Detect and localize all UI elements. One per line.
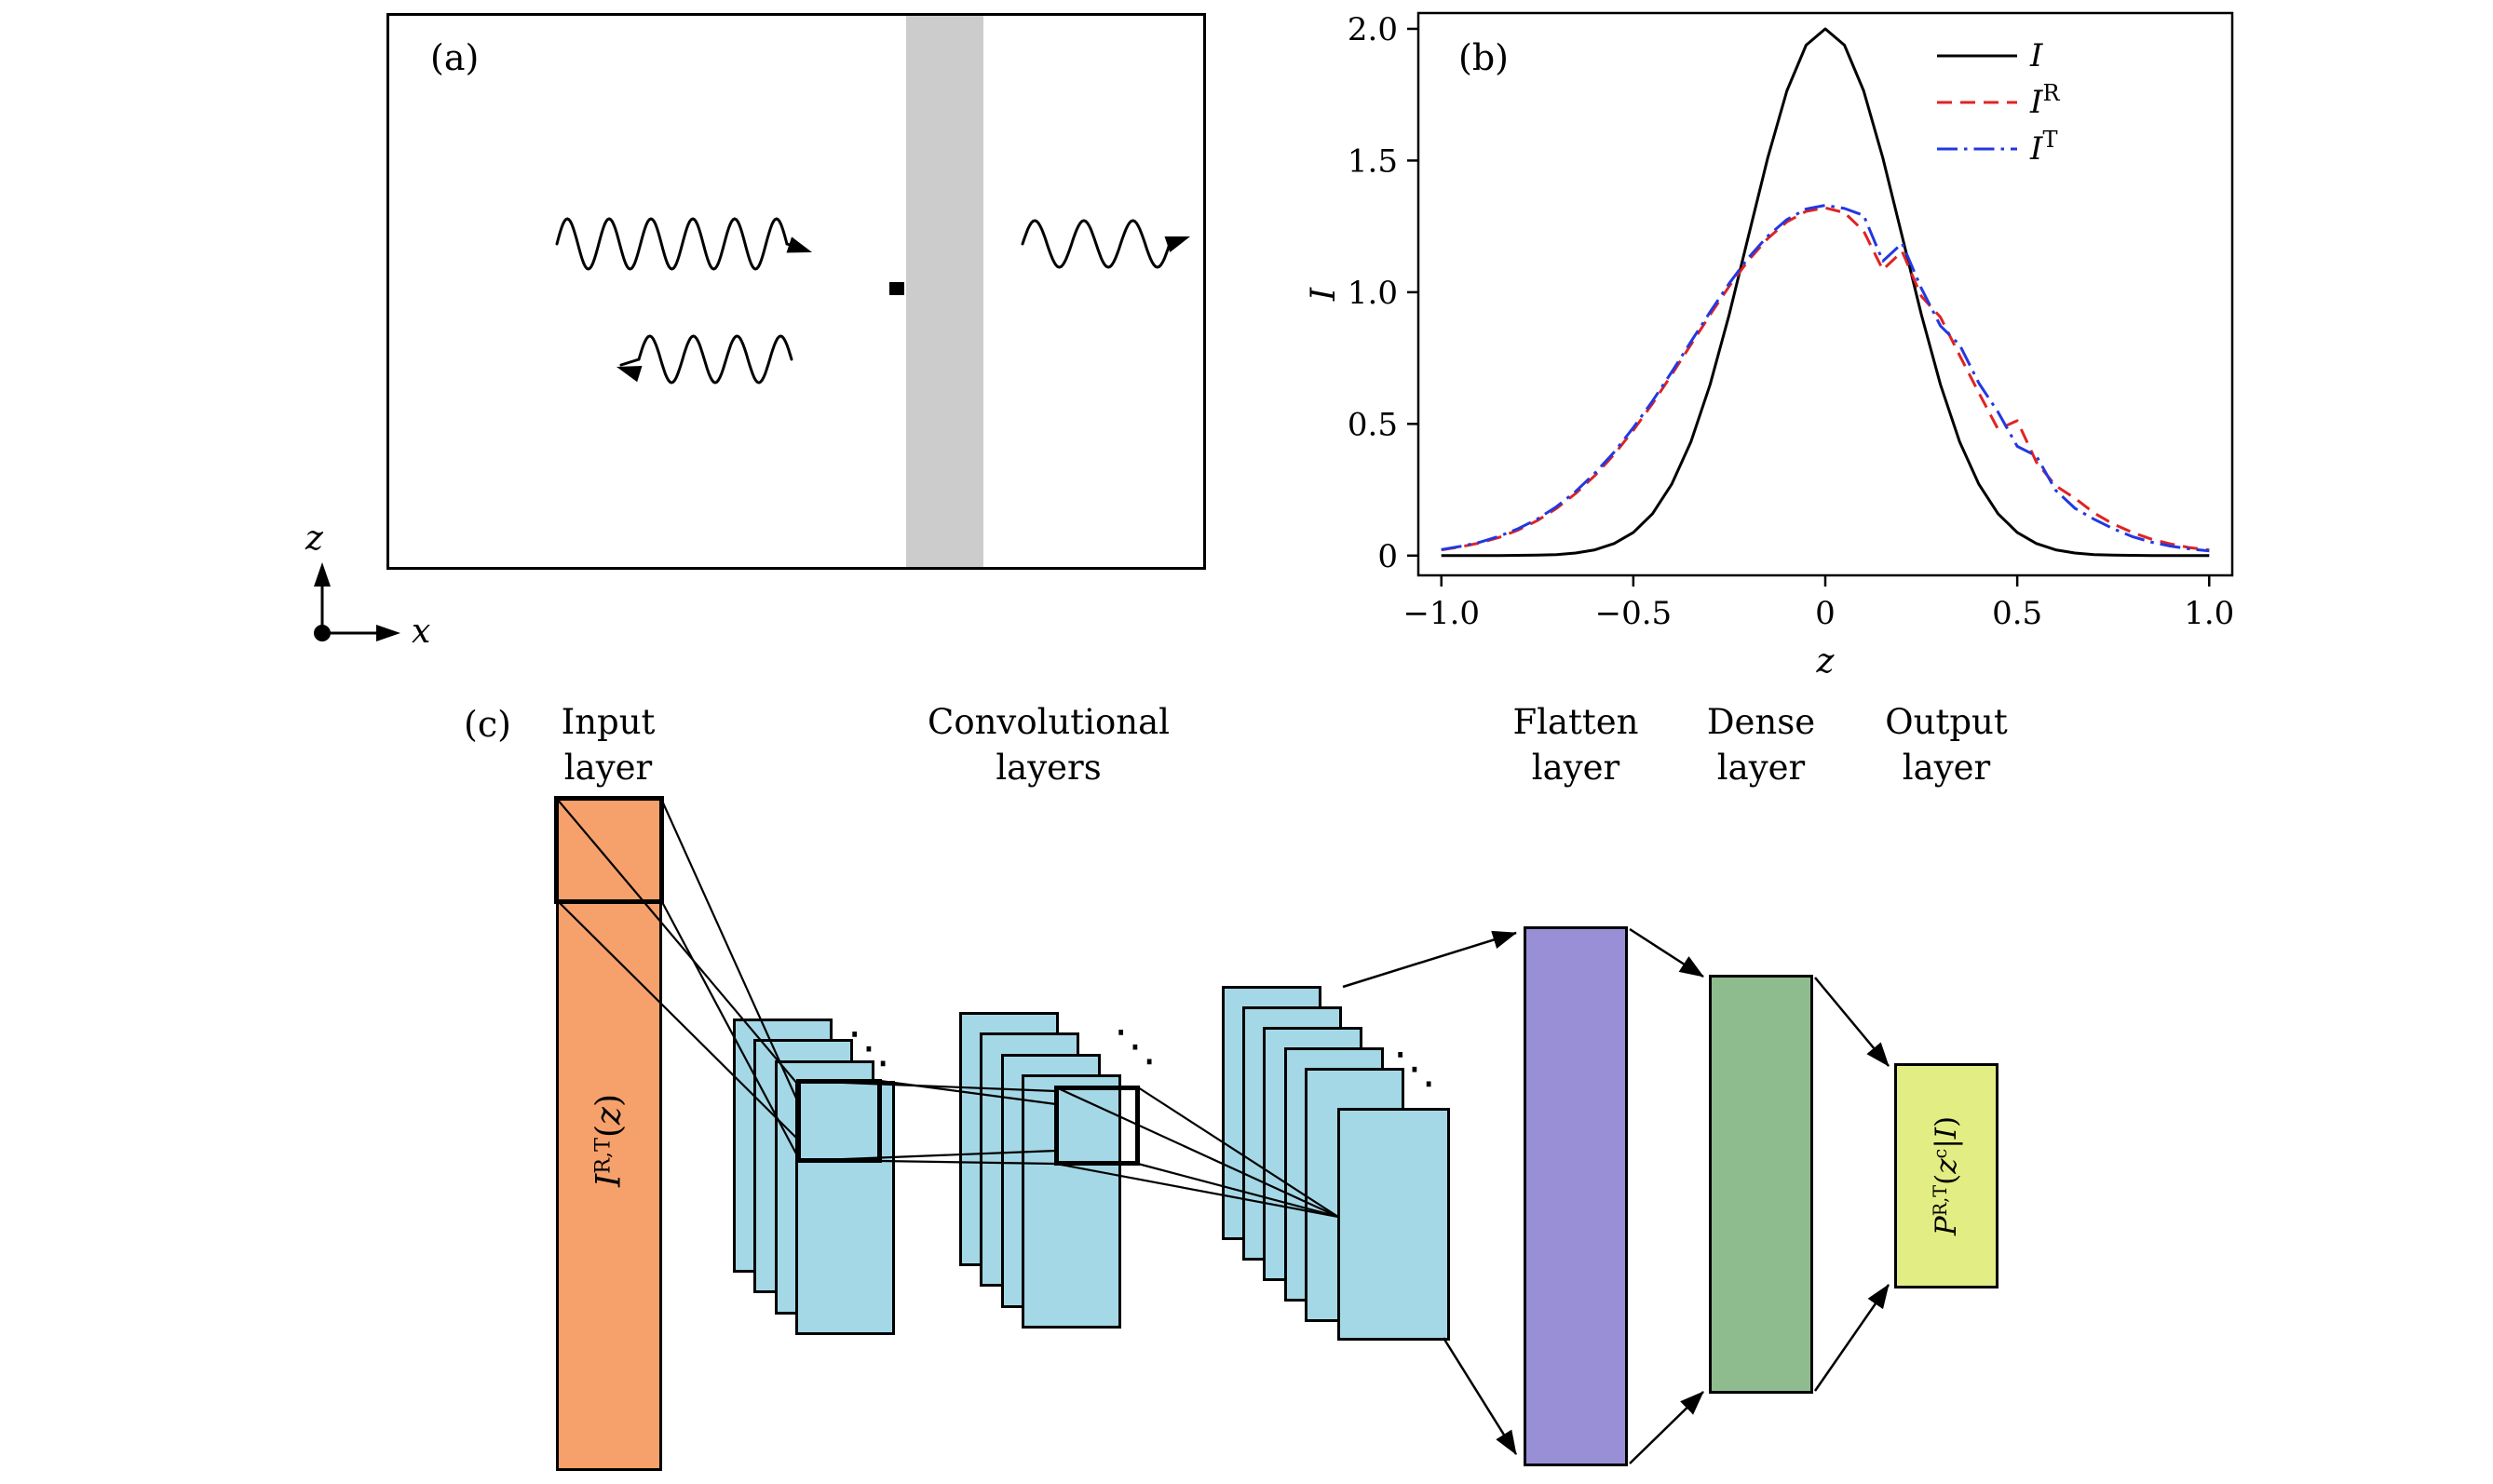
- output-label-base: P: [1930, 1216, 1963, 1236]
- conv-header-line2: layers: [996, 747, 1102, 788]
- z-axis-label: z: [305, 519, 323, 558]
- x-tick-label: −0.5: [1595, 595, 1673, 632]
- legend-label: I: [2029, 37, 2043, 74]
- x-tick-label: −1.0: [1402, 595, 1480, 632]
- input-header-line1: Input: [561, 702, 656, 742]
- input-label-sup: R,T: [590, 1138, 616, 1174]
- y-tick-label: 0.5: [1348, 406, 1398, 443]
- input-layer-label: IR,T(z): [590, 1094, 629, 1187]
- conv2-ellipsis: ⋱: [1114, 1020, 1157, 1071]
- panel-a-label: (a): [430, 37, 480, 78]
- x-tick-label: 1.0: [2184, 595, 2234, 632]
- legend-label: IT: [2029, 127, 2057, 168]
- dense-layer-header: Dense layer: [1674, 700, 1848, 791]
- output-label-bar: |: [1930, 1139, 1963, 1149]
- dense-header-line2: layer: [1716, 747, 1806, 788]
- input-label-var: z: [589, 1107, 629, 1125]
- conv2-receptive-patch: [1054, 1086, 1140, 1166]
- conv1-receptive-patch: [796, 1079, 882, 1163]
- chart-xlabel: z: [1816, 642, 1836, 681]
- chart-ylabel: I: [1305, 287, 1343, 302]
- output-layer-header: Output layer: [1853, 700, 2039, 791]
- input-label-close: ): [589, 1093, 629, 1108]
- flatten-header-line2: layer: [1531, 747, 1620, 788]
- flatten-layer-rect: [1524, 926, 1628, 1466]
- output-label-var: z: [1930, 1158, 1963, 1174]
- panel-a-box: [386, 13, 1206, 570]
- intensity-plot: −1.0 −0.5 0 0.5 1.0 0 0.5 1.0 1.5 2.0 z I I IR IT: [1305, 11, 2234, 681]
- y-tick-label: 1.0: [1348, 275, 1398, 312]
- layer-connection-arrow: [1629, 1391, 1704, 1464]
- layer-connection-arrow: [1813, 1284, 1890, 1392]
- flatten-header-line1: Flatten: [1512, 702, 1639, 742]
- conv-feature-map-front: [1337, 1108, 1450, 1341]
- plot-frame: [1416, 11, 2234, 577]
- output-label-open: (: [1930, 1173, 1963, 1185]
- x-tick-label: 0.5: [1992, 595, 2042, 632]
- layer-connection-arrow: [1629, 927, 1704, 978]
- dense-layer-rect: [1709, 975, 1813, 1394]
- output-header-line1: Output: [1885, 702, 2008, 742]
- conv-header-line1: Convolutional: [928, 702, 1170, 742]
- series-IR: [1441, 206, 2210, 552]
- source-marker: [889, 282, 904, 295]
- output-layer-label: PR,T(zc|I): [1930, 1116, 1963, 1235]
- layer-connection-arrow: [1442, 1337, 1518, 1455]
- layer-connection-arrow: [1814, 977, 1890, 1067]
- output-label-close: ): [1930, 1115, 1963, 1127]
- output-header-line2: layer: [1902, 747, 1991, 788]
- x-tick-label: 0: [1815, 595, 1836, 632]
- output-layer-rect: [1894, 1063, 1998, 1288]
- input-label-open: (: [589, 1124, 629, 1139]
- layer-connection-arrow: [1342, 930, 1517, 989]
- dense-header-line1: Dense: [1706, 702, 1816, 742]
- y-tick-label: 1.5: [1348, 142, 1398, 180]
- y-tick-label: 2.0: [1348, 11, 1398, 48]
- series-I: [1441, 27, 2210, 558]
- y-tick-label: 0: [1377, 538, 1398, 575]
- origin-dot: [314, 625, 331, 641]
- input-layer-header: Input layer: [522, 700, 695, 791]
- conv3-ellipsis: ⋱: [1393, 1043, 1436, 1093]
- barrier-slab: [906, 16, 983, 567]
- input-receptive-patch: [554, 796, 664, 904]
- panel-c-label: (c): [464, 704, 511, 745]
- output-label-arg: I: [1930, 1126, 1963, 1140]
- conv-layers-header: Convolutional layers: [894, 700, 1203, 791]
- output-label-sup: R,T: [1930, 1184, 1952, 1217]
- panel-b-label: (b): [1458, 37, 1509, 78]
- legend-label: IR: [2029, 80, 2060, 121]
- series-IT: [1441, 204, 2210, 553]
- flatten-layer-header: Flatten layer: [1489, 700, 1662, 791]
- x-axis-label: x: [412, 613, 431, 651]
- output-label-sup2: c: [1930, 1148, 1952, 1159]
- input-header-line2: layer: [563, 747, 653, 788]
- conv1-ellipsis: ⋱: [847, 1022, 890, 1073]
- input-label-base: I: [589, 1173, 629, 1188]
